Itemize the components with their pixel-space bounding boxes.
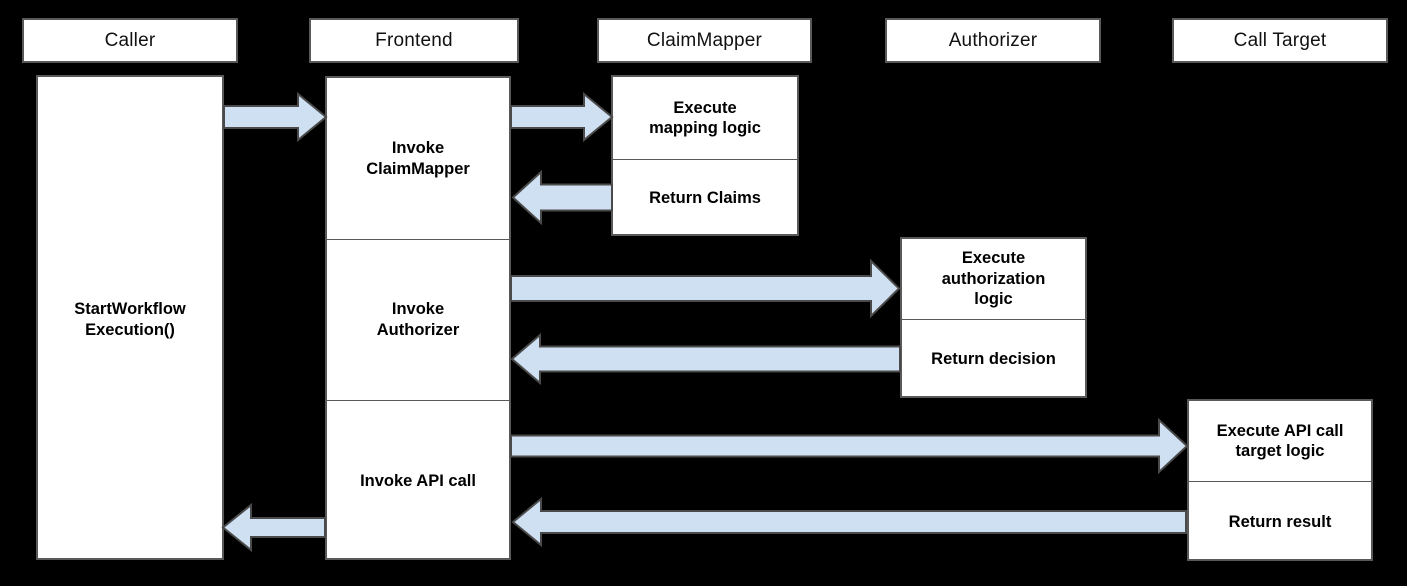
lane-header-label: ClaimMapper (646, 29, 763, 51)
arrow-authorizer-to-frontend (512, 335, 900, 383)
lane-header-label: Frontend (375, 29, 453, 51)
arrow-caller-to-frontend (224, 94, 326, 140)
lane-header-label: Authorizer (948, 29, 1038, 51)
lane-header-claimmapper: ClaimMapper (597, 18, 812, 63)
lane-header-label: Caller (104, 29, 156, 51)
lane-header-authorizer: Authorizer (885, 18, 1101, 63)
claimmapper-activation-step-2: Return Claims (649, 189, 761, 208)
frontend-activation-divider-2 (327, 400, 509, 401)
authorizer-activation-divider-1 (902, 319, 1085, 320)
arrow-frontend-to-caller (223, 505, 325, 550)
lane-header-frontend: Frontend (309, 18, 519, 63)
arrow-frontend-to-claimmapper (511, 94, 612, 140)
authorizer-activation-step-2: Return decision (931, 350, 1056, 369)
frontend-activation-step-3: Invoke API call (360, 471, 476, 490)
arrow-calltarget-to-frontend (513, 499, 1186, 545)
arrow-frontend-to-authorizer (511, 261, 899, 316)
lane-header-label: Call Target (1233, 29, 1327, 51)
calltarget-activation-step-2: Return result (1228, 512, 1332, 531)
calltarget-activation-divider-1 (1189, 481, 1371, 482)
arrow-claimmapper-to-frontend (513, 172, 612, 223)
arrow-frontend-to-calltarget (511, 420, 1187, 472)
lane-header-calltarget: Call Target (1172, 18, 1388, 63)
claimmapper-activation-divider-1 (613, 159, 797, 160)
lane-header-caller: Caller (22, 18, 238, 63)
frontend-activation-divider-1 (327, 239, 509, 240)
